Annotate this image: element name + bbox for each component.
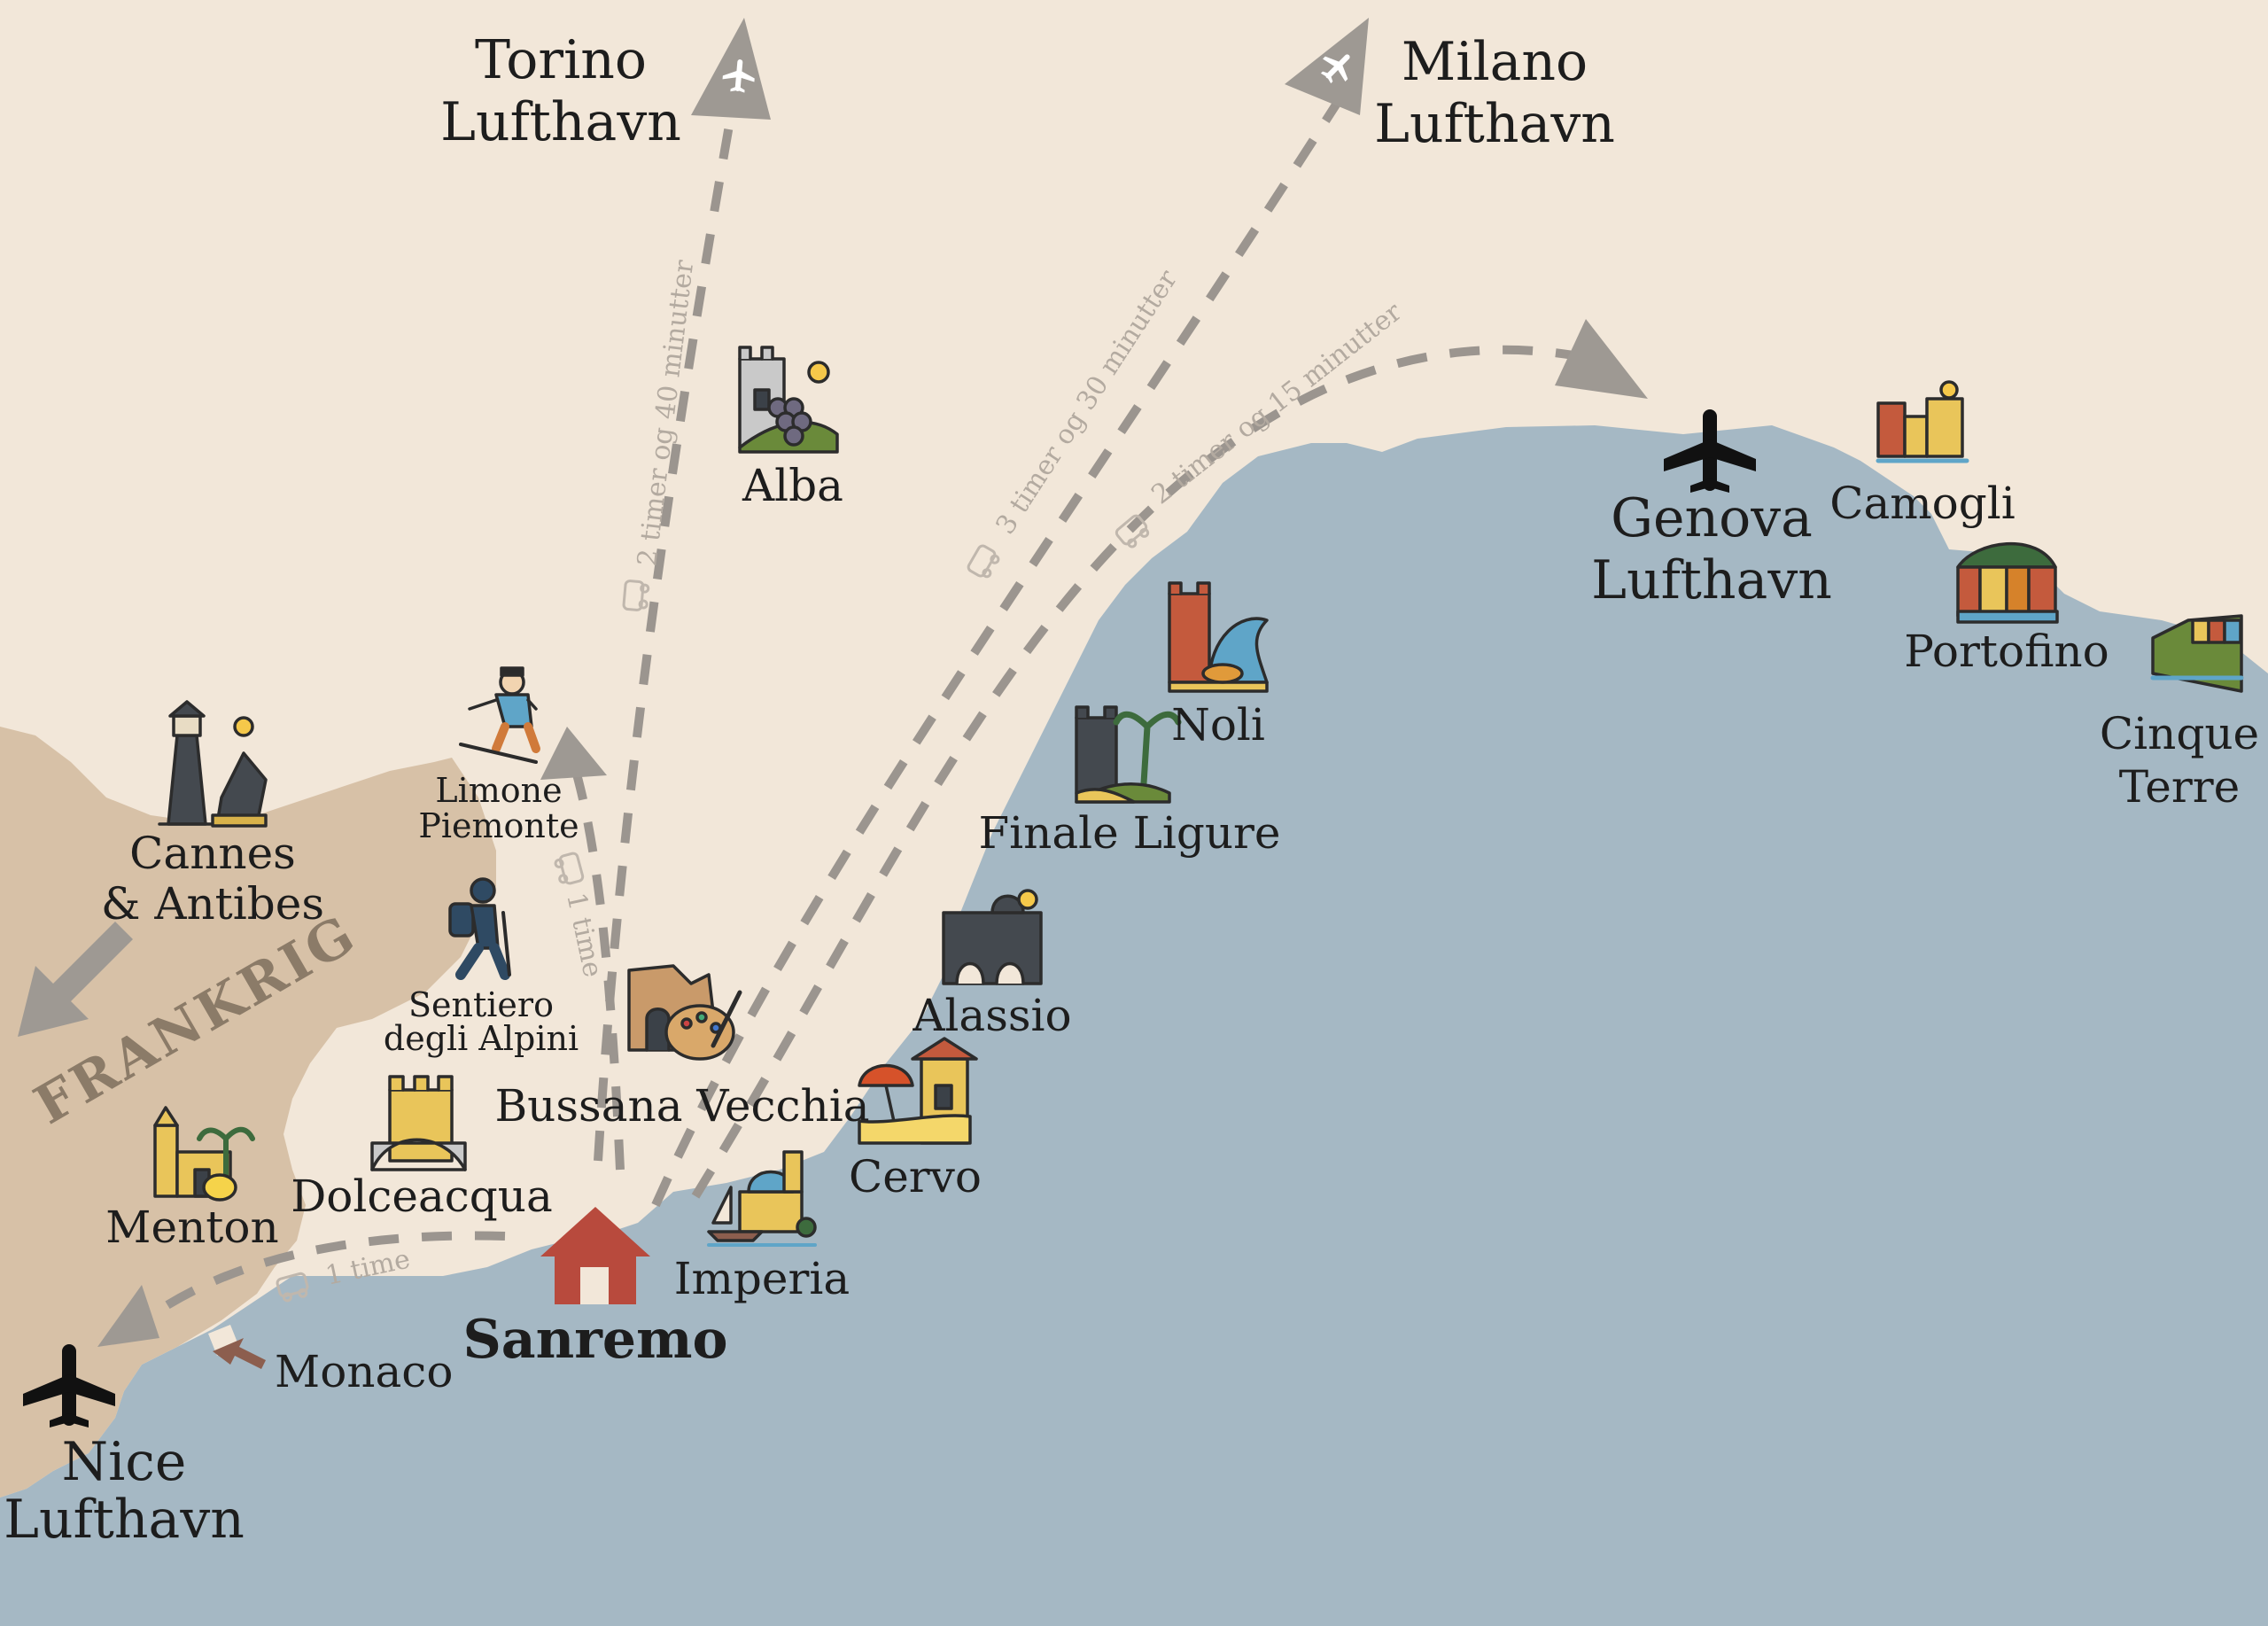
- car-icon-genova: [1115, 514, 1150, 548]
- plane-icon-milano: [1320, 54, 1350, 84]
- church-lemon-icon: [153, 1106, 255, 1202]
- dome-boat-icon: [707, 1150, 817, 1247]
- airport-genova-line2: Lufthavn: [1591, 549, 1832, 611]
- arrow-nice: [97, 1285, 159, 1347]
- place-dolceacqua: Dolceacqua: [291, 1171, 553, 1222]
- place-noli: Noli: [1171, 699, 1265, 751]
- car-icon-nice: [276, 1272, 309, 1303]
- hiker-icon: [448, 877, 511, 980]
- castle-grapes-icon: [738, 346, 839, 454]
- airport-torino-line1: Torino: [475, 29, 647, 91]
- arrow-genova: [1555, 319, 1648, 399]
- place-alba: Alba: [742, 460, 843, 511]
- car-icon-torino: [622, 580, 650, 611]
- beach-umbrella-icon: [858, 1037, 978, 1145]
- airport-genova-line1: Genova: [1611, 487, 1813, 549]
- route-nice: [129, 1231, 506, 1333]
- place-sentiero-line2: degli Alpini: [384, 1019, 579, 1058]
- ruins-palette-icon: [627, 964, 742, 1061]
- arrow-frankrig: [18, 922, 133, 1037]
- lighthouse-icon: [158, 700, 268, 828]
- place-bussana: Bussana Vecchia: [494, 1080, 869, 1132]
- place-imperia: Imperia: [674, 1253, 850, 1304]
- cliff-village-icon: [2150, 614, 2244, 693]
- route-limone: [571, 769, 625, 1171]
- place-monaco: Monaco: [275, 1346, 453, 1397]
- place-portofino: Portofino: [1904, 626, 2109, 677]
- land-italy: [0, 0, 2268, 1498]
- tower-palm-icon: [1075, 705, 1182, 804]
- airport-milano-line2: Lufthavn: [1374, 93, 1615, 155]
- route-milano: [651, 99, 1342, 1208]
- place-limone-line2: Piemonte: [418, 806, 579, 845]
- castle-bridge-icon: [370, 1075, 467, 1171]
- arrow-torino: [691, 18, 771, 120]
- land-france: [0, 727, 496, 1498]
- place-cinque-line1: Cinque: [2100, 708, 2259, 759]
- place-menton: Menton: [105, 1202, 278, 1253]
- place-camogli: Camogli: [1829, 478, 2016, 529]
- car-icon-milano: [967, 544, 1000, 579]
- airport-milano-line1: Milano: [1402, 31, 1588, 93]
- airport-nice-line2: Lufthavn: [4, 1489, 245, 1551]
- place-cinque-line2: Terre: [2119, 761, 2240, 813]
- harbor-houses-icon: [1876, 380, 1969, 463]
- place-cannes-line2: & Antibes: [101, 878, 324, 930]
- house-icon: [540, 1207, 650, 1304]
- place-finale: Finale Ligure: [978, 807, 1280, 859]
- place-sentiero-line1: Sentiero: [408, 985, 554, 1024]
- arrow-milano: [1285, 18, 1369, 115]
- airport-nice-line1: Nice: [62, 1431, 187, 1493]
- place-limone-line1: Limone: [435, 771, 562, 810]
- town-bridge-icon: [942, 889, 1043, 985]
- airplane-icon-genova: [1664, 409, 1756, 493]
- plane-icon-torino: [722, 59, 755, 93]
- place-cannes-line1: Cannes: [129, 828, 296, 879]
- arrow-monaco: [213, 1338, 266, 1369]
- home-label: Sanremo: [462, 1309, 727, 1371]
- route-genova: [691, 345, 1614, 1199]
- tower-wave-icon: [1168, 581, 1269, 693]
- airport-torino-line2: Lufthavn: [440, 91, 681, 153]
- place-alassio: Alassio: [912, 990, 1071, 1041]
- car-icon-limone: [554, 852, 585, 885]
- place-cervo: Cervo: [849, 1151, 982, 1202]
- airplane-icon-nice: [23, 1344, 115, 1428]
- colorful-houses-icon: [1956, 541, 2059, 624]
- arrow-limone: [540, 727, 607, 780]
- skier-icon: [459, 666, 540, 764]
